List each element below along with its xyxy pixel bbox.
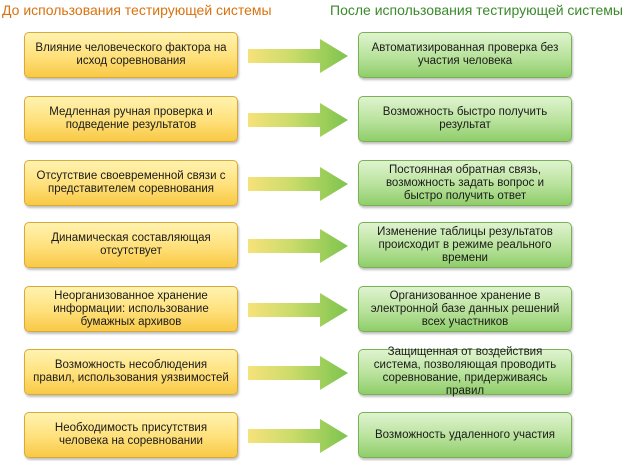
arrow-right-icon [248, 39, 348, 73]
after-box: Возможность быстро получить результат [358, 96, 572, 142]
before-box: Необходимость присутствия человека на со… [24, 412, 238, 458]
arrow-right-icon [248, 103, 348, 137]
after-box: Изменение таблицы результатов происходит… [358, 222, 572, 268]
before-box: Медленная ручная проверка и подведение р… [24, 96, 238, 142]
before-box: Динамическая составляющая отсутствует [24, 222, 238, 268]
after-box: Автоматизированная проверка без участия … [358, 32, 572, 78]
after-box: Защищенная от воздействия система, позво… [358, 346, 572, 397]
comparison-row: Влияние человеческого фактора на исход с… [0, 32, 624, 80]
before-box: Неорганизованное хранение информации: ис… [24, 286, 238, 332]
comparison-row: Возможность несоблюдения правил, использ… [0, 346, 624, 397]
comparison-row: Неорганизованное хранение информации: ис… [0, 286, 624, 334]
before-box: Отсутствие своевременной связи с предста… [24, 160, 238, 206]
before-box: Влияние человеческого фактора на исход с… [24, 32, 238, 78]
arrow-right-icon [248, 229, 348, 263]
before-box: Возможность несоблюдения правил, использ… [24, 349, 238, 395]
comparison-row: Необходимость присутствия человека на со… [0, 412, 624, 460]
comparison-row: Медленная ручная проверка и подведение р… [0, 96, 624, 144]
after-box: Возможность удаленного участия [358, 412, 572, 458]
header-after: После использования тестирующей системы [330, 2, 623, 18]
comparison-row: Отсутствие своевременной связи с предста… [0, 160, 624, 208]
after-box: Организованное хранение в электронной ба… [358, 286, 572, 332]
arrow-right-icon [248, 293, 348, 327]
after-box: Постоянная обратная связь, возможность з… [358, 160, 572, 206]
arrow-right-icon [248, 419, 348, 453]
header-before: До использования тестирующей системы [2, 2, 272, 18]
comparison-row: Динамическая составляющая отсутствует Из… [0, 222, 624, 270]
arrow-right-icon [248, 167, 348, 201]
arrow-right-icon [248, 356, 348, 390]
